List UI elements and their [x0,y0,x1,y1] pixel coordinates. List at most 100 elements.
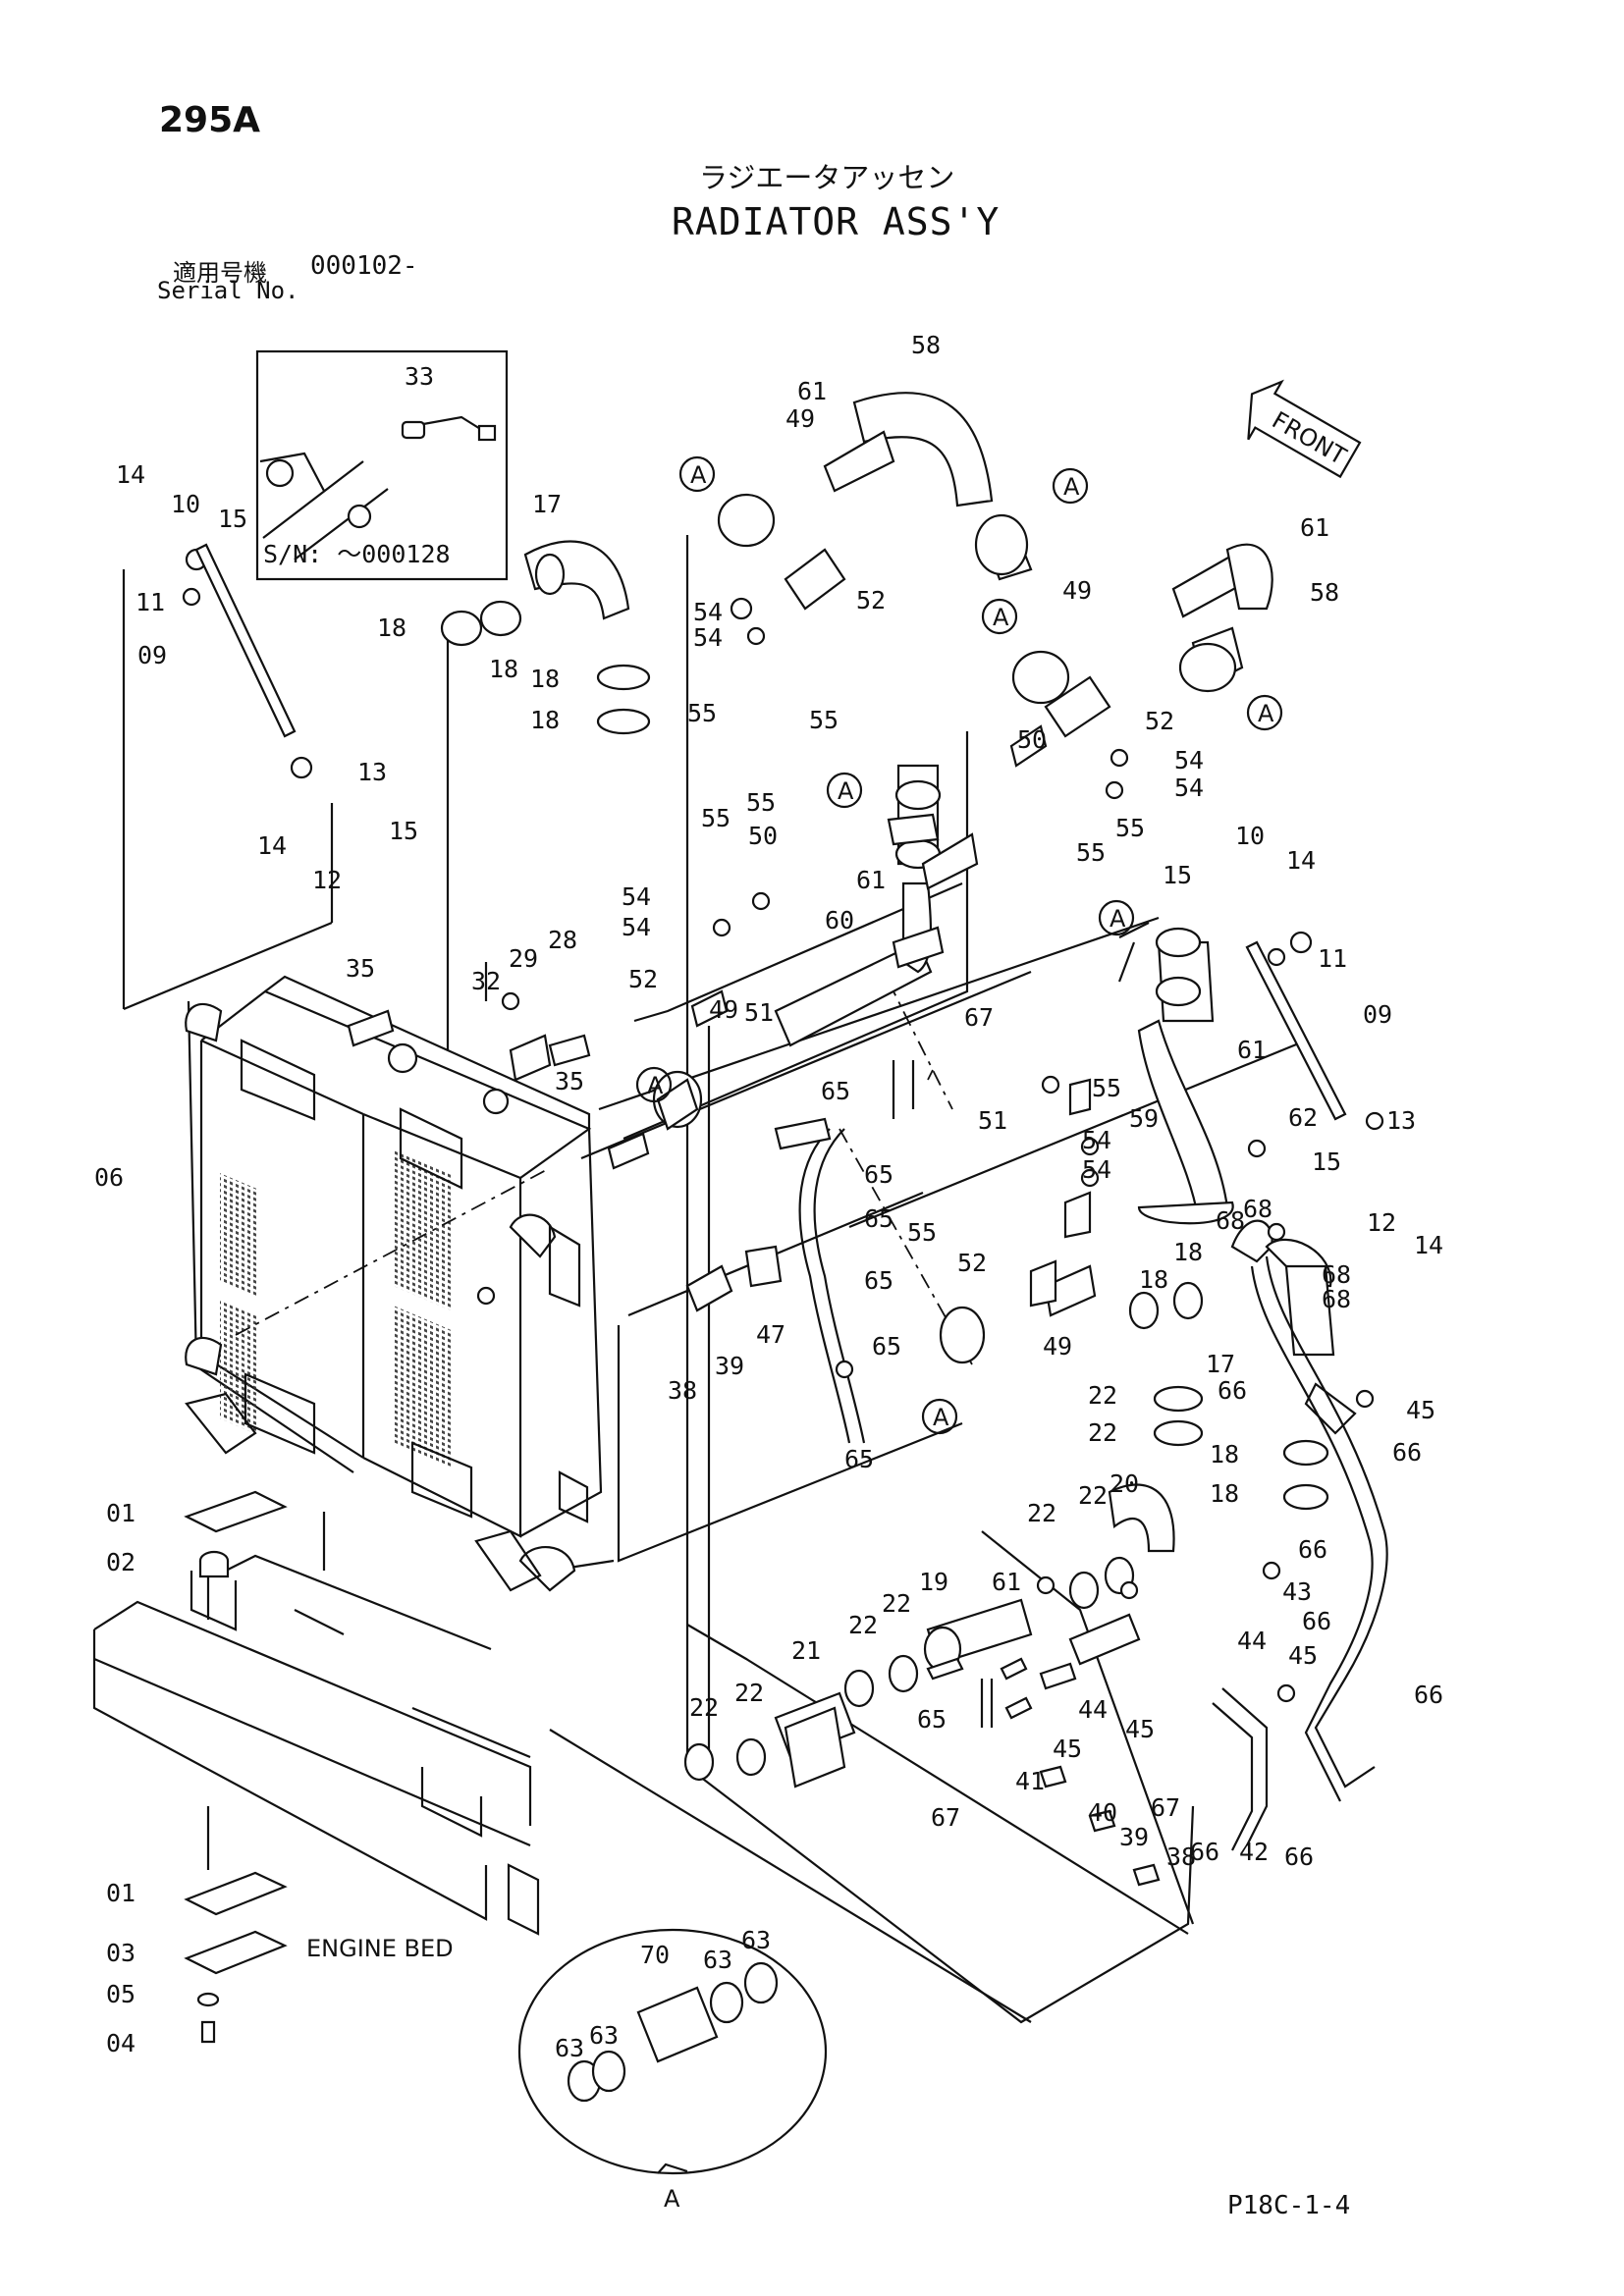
callout-61: 61 [797,377,827,405]
callout-61: 61 [992,1568,1021,1596]
callout-58: 58 [911,331,941,359]
callout-11: 11 [135,588,165,616]
callout-70: 70 [640,1941,670,1969]
callout-63: 63 [555,2034,584,2062]
callout-66: 66 [1298,1535,1327,1564]
callout-52: 52 [856,586,886,614]
radiator-core [185,975,603,1592]
callout-38: 38 [668,1376,697,1405]
callout-65: 65 [821,1077,850,1105]
engine-bed-label: ENGINE BED [306,1935,454,1962]
callout-66: 66 [1218,1376,1247,1405]
callout-55: 55 [687,699,717,727]
callout-54: 54 [1174,746,1204,774]
callout-45: 45 [1125,1715,1155,1743]
callout-49: 49 [785,404,815,433]
front-arrow: FRONT [1247,379,1362,479]
callout-54: 54 [622,882,651,911]
marker-a-circle [981,598,1018,635]
callout-14: 14 [1414,1231,1443,1259]
callout-15: 15 [218,505,247,533]
callout-05: 05 [106,1980,135,2008]
callout-09: 09 [1363,1000,1392,1029]
callout-43: 43 [1282,1577,1312,1606]
callout-55: 55 [907,1218,937,1247]
callout-35: 35 [555,1067,584,1095]
callout-58: 58 [1310,578,1339,607]
callout-33: 33 [405,362,434,391]
marker-a-circle [1098,899,1135,936]
callout-65: 65 [864,1266,893,1295]
callout-52: 52 [628,965,658,993]
callout-67: 67 [1151,1793,1180,1822]
callout-20: 20 [1110,1469,1139,1498]
callout-55: 55 [1115,814,1145,842]
callout-01: 01 [106,1879,135,1907]
detail-a-circle: A [517,1928,828,2213]
inset-serial-note: S/N: ～000128 [263,540,451,568]
callout-06: 06 [94,1163,124,1192]
callout-18: 18 [1139,1265,1168,1294]
callout-49: 49 [1062,576,1092,605]
callout-63: 63 [589,2021,619,2050]
callout-21: 21 [791,1636,821,1665]
callout-14: 14 [116,460,145,489]
callout-51: 51 [744,998,774,1027]
callout-17: 17 [1206,1350,1235,1378]
callout-38: 38 [1166,1842,1196,1871]
callout-54: 54 [622,913,651,941]
serial-label-japanese: 適用号機 [173,259,267,287]
callout-65: 65 [844,1445,874,1473]
serial-label-english: Serial No. [157,277,299,304]
callout-66: 66 [1302,1607,1331,1635]
marker-a-label: A [647,1072,664,1099]
callout-12: 12 [312,866,342,894]
callout-66: 66 [1414,1681,1443,1709]
callout-63: 63 [703,1946,732,1974]
callout-10: 10 [171,490,200,518]
callout-18: 18 [530,706,560,734]
callout-22: 22 [882,1589,911,1618]
marker-a-label: A [993,604,1009,631]
callout-13: 13 [357,758,387,786]
callout-22: 22 [689,1693,719,1722]
marker-a-label: A [690,461,707,489]
callout-02: 02 [106,1548,135,1576]
callout-15: 15 [1312,1148,1341,1176]
callout-62: 62 [1288,1103,1318,1132]
marker-a-circle [826,772,863,809]
marker-a-circle [635,1066,673,1103]
callout-60: 60 [825,906,854,934]
callout-54: 54 [693,623,723,652]
callout-22: 22 [1088,1418,1117,1447]
callout-45: 45 [1406,1396,1435,1424]
front-arrow-label: FRONT [1268,406,1351,470]
callout-17: 17 [532,490,562,518]
callout-49: 49 [1043,1332,1072,1361]
callout-18: 18 [489,655,518,683]
callout-68: 68 [1322,1260,1351,1289]
serial-number: 000102- [310,251,418,281]
callout-47: 47 [756,1320,785,1349]
marker-a-label: A [1258,700,1274,727]
callout-19: 19 [919,1568,948,1596]
callout-65: 65 [917,1705,947,1734]
callout-32: 32 [471,967,501,995]
callout-labels: 0101020304050609091010111112121313141414… [94,331,1443,2062]
callout-61: 61 [1237,1036,1267,1064]
callout-51: 51 [978,1106,1007,1135]
callout-61: 61 [856,866,886,894]
callout-22: 22 [1078,1481,1108,1510]
callout-09: 09 [137,641,167,669]
footer-code: P18C-1-4 [1227,2191,1351,2220]
mount-parts [184,1490,288,2044]
callout-55: 55 [701,804,731,832]
callout-11: 11 [1318,944,1347,973]
callout-10: 10 [1235,822,1265,850]
callout-29: 29 [509,944,538,973]
callout-52: 52 [1145,707,1174,735]
callout-45: 45 [1288,1641,1318,1670]
callout-55: 55 [809,706,839,734]
marker-a-circle [678,455,716,493]
